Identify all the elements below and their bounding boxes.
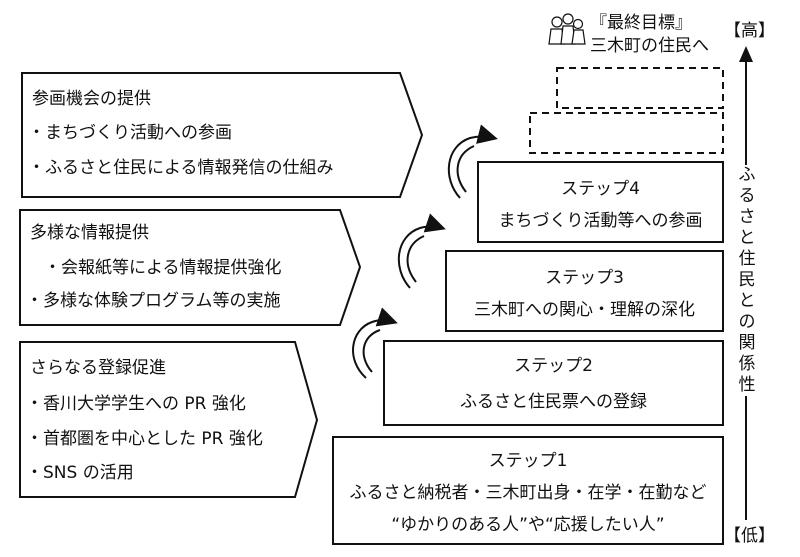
measure-heading: 多様な情報提供 (30, 223, 149, 243)
curved-arrow-icon (397, 213, 446, 289)
measure-item: ・SNS の活用 (26, 463, 134, 483)
axis-arrow-head (739, 46, 753, 62)
measure-box-3 (19, 341, 319, 498)
axis-label: ふるさと住民との関係性 (736, 165, 758, 396)
step-title: ステップ3 (545, 268, 624, 288)
step-description: まちづくり活動等への参画 (498, 211, 703, 231)
step-title: ステップ1 (488, 451, 568, 471)
step-title: ステップ4 (561, 179, 640, 199)
step-description: “ゆかりのある人”や“応援したい人” (391, 515, 665, 535)
measure-item: ・会報紙等による情報提供強化 (44, 258, 282, 278)
step-box-1 (332, 436, 724, 545)
measure-item: ・香川大学学生への PR 強化 (26, 394, 246, 414)
future-box-upper (556, 67, 724, 109)
step-box-4 (477, 161, 724, 243)
measure-box-1 (21, 72, 424, 198)
curved-arrow-icon (352, 307, 398, 379)
measure-heading: 参画機会の提供 (32, 89, 151, 109)
measure-item: ・ふるさと住民による情報発信の仕組み (28, 158, 334, 178)
goal-title: 『最終目標』 (590, 13, 692, 33)
measure-item: ・首都圏を中心とした PR 強化 (26, 429, 263, 449)
measure-item: ・多様な体験プログラム等の実施 (26, 291, 281, 311)
measure-heading: さらなる登録促進 (30, 358, 166, 378)
step-box-3 (445, 250, 724, 332)
measure-box-2 (19, 209, 362, 326)
measure-item: ・まちづくり活動への参画 (28, 123, 232, 143)
step-description: ふるさと住民票への登録 (460, 392, 647, 412)
axis-low-label: 【低】 (724, 526, 775, 546)
step-title: ステップ2 (514, 356, 593, 376)
curved-arrow-icon (447, 124, 498, 199)
step-description: ふるさと納税者・三木町出身・在学・在勤など (349, 483, 707, 503)
step-description: 三木町への関心・理解の深化 (474, 300, 695, 320)
person-group-icon (548, 13, 586, 45)
step-box-2 (383, 340, 724, 426)
goal-subtitle: 三木町の住民へ (590, 36, 709, 56)
future-box-lower (529, 112, 724, 154)
axis-high-label: 【高】 (724, 21, 775, 41)
